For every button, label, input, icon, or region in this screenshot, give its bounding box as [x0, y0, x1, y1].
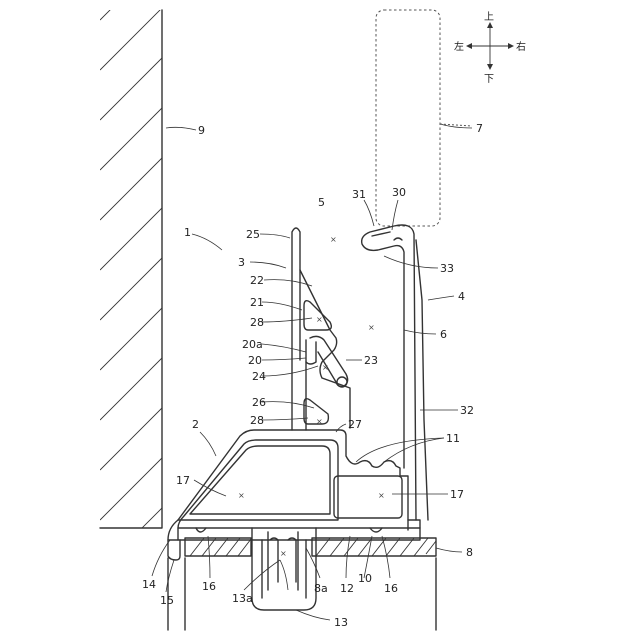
- glass-panel-7: [376, 10, 440, 226]
- inner-upright-3: [292, 228, 350, 430]
- svg-text:×: ×: [378, 491, 385, 500]
- label-31: 31: [352, 188, 366, 201]
- direction-right-label: 右: [516, 40, 526, 53]
- label-2: 2: [192, 418, 199, 431]
- label-14: 14: [142, 578, 156, 591]
- svg-text:×: ×: [280, 549, 287, 558]
- direction-indicator: 上 下 左 右: [454, 11, 526, 85]
- label-15: 15: [160, 594, 174, 607]
- label-13a: 13a: [232, 592, 253, 605]
- label-8a: 8a: [314, 582, 328, 595]
- label-23: 23: [364, 354, 378, 367]
- direction-up-label: 上: [484, 11, 494, 23]
- label-16-left: 16: [202, 580, 216, 593]
- label-5: 5: [318, 196, 325, 209]
- label-12: 12: [340, 582, 354, 595]
- label-6: 6: [440, 328, 447, 341]
- label-24: 24: [252, 370, 266, 383]
- label-20a: 20a: [242, 338, 263, 351]
- label-8: 8: [466, 546, 473, 559]
- label-17-left: 17: [176, 474, 190, 487]
- label-33: 33: [440, 262, 454, 275]
- wall-9: [100, 0, 162, 620]
- label-11: 11: [446, 432, 460, 445]
- label-3: 3: [238, 256, 245, 269]
- svg-text:×: ×: [368, 323, 375, 332]
- svg-text:×: ×: [238, 491, 245, 500]
- label-7: 7: [476, 122, 483, 135]
- svg-text:×: ×: [316, 417, 323, 426]
- label-17-right: 17: [450, 488, 464, 501]
- svg-text:×: ×: [322, 363, 329, 372]
- label-28-lower: 28: [250, 414, 264, 427]
- label-22: 22: [250, 274, 264, 287]
- label-9: 9: [198, 124, 205, 137]
- label-20: 20: [248, 354, 262, 367]
- label-25: 25: [246, 228, 260, 241]
- direction-down-label: 下: [484, 74, 494, 85]
- label-28-upper: 28: [250, 316, 264, 329]
- label-32: 32: [460, 404, 474, 417]
- label-21: 21: [250, 296, 264, 309]
- wall-hatching: [100, 0, 162, 620]
- label-1: 1: [184, 226, 191, 239]
- label-10: 10: [358, 572, 372, 585]
- svg-text:×: ×: [330, 235, 337, 244]
- label-13: 13: [334, 616, 348, 629]
- label-16-right: 16: [384, 582, 398, 595]
- label-27: 27: [348, 418, 362, 431]
- svg-text:×: ×: [316, 315, 323, 324]
- label-26: 26: [252, 396, 266, 409]
- label-30: 30: [392, 186, 406, 199]
- label-4: 4: [458, 290, 465, 303]
- direction-left-label: 左: [454, 40, 464, 53]
